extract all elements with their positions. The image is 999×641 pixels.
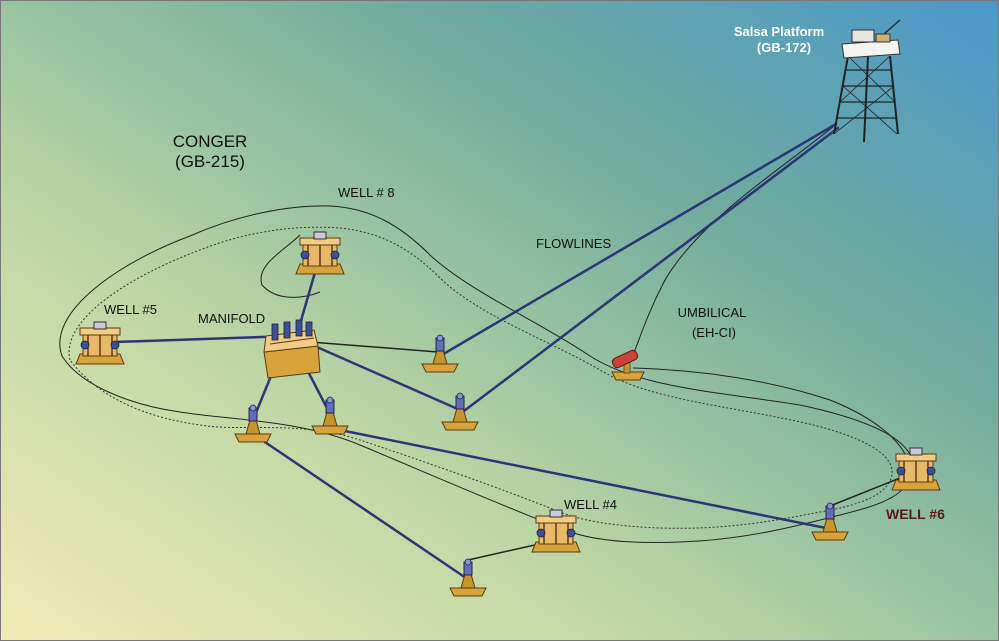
flowline (254, 434, 468, 580)
salsa-platform (833, 19, 901, 143)
flowline (308, 342, 462, 412)
flowline (458, 126, 840, 416)
platform-name-label: Salsa Platform (734, 24, 824, 39)
well6-tree (891, 447, 941, 491)
flowline (438, 122, 838, 358)
field-name-label: CONGER (173, 132, 248, 151)
well5-tree (75, 321, 125, 365)
flowline (328, 426, 828, 530)
well8-label: WELL # 8 (338, 185, 395, 200)
manifold-structure (263, 319, 321, 379)
field-outline-dashed (68, 226, 893, 529)
manifold-label: MANIFOLD (198, 311, 265, 326)
platform-block-label: (GB-172) (757, 40, 811, 55)
well5-label: WELL #5 (104, 302, 157, 317)
umbilical-label: UMBILICAL (678, 305, 747, 320)
umbilical-line-well6 (632, 367, 909, 461)
well4-label: WELL #4 (564, 497, 617, 512)
flowlines-label: FLOWLINES (536, 236, 611, 251)
umbilical-line-platform (629, 125, 835, 363)
flowlines-group (113, 122, 901, 580)
flowline (113, 334, 292, 344)
well6-label: WELL #6 (886, 506, 945, 522)
flowline (309, 341, 439, 353)
umbilical-type-label: (EH-CI) (692, 325, 736, 340)
well4-tree (531, 509, 581, 553)
flowline (829, 477, 901, 507)
well8-outline (260, 234, 321, 298)
well8-tree (295, 231, 345, 275)
field-block-label: (GB-215) (175, 152, 245, 171)
umbilical-termination-unit (611, 349, 645, 381)
